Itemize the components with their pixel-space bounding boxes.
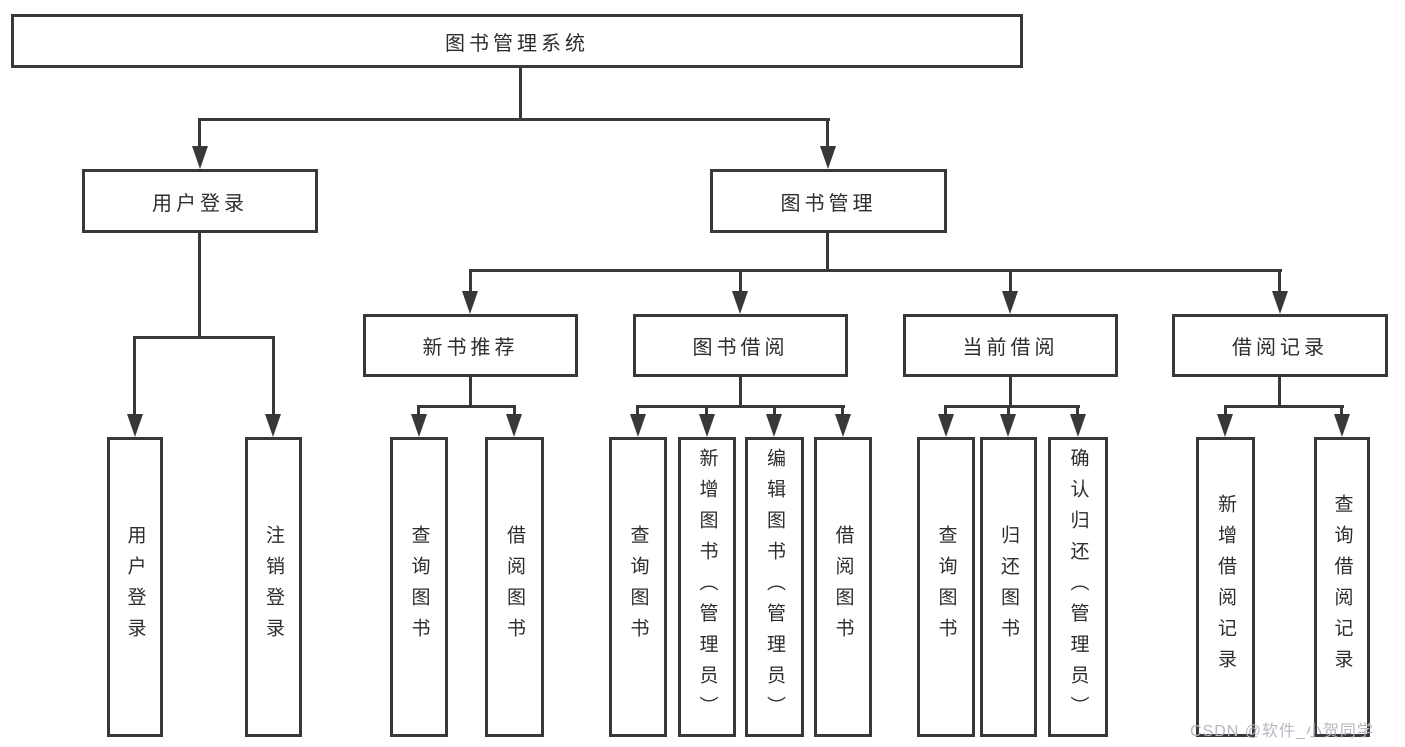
- connector-line: [198, 233, 201, 337]
- connector-line: [469, 377, 472, 408]
- arrowhead: [265, 414, 281, 437]
- leaf-borrow-book-rec: 借阅图书: [485, 437, 544, 737]
- arrowhead: [1000, 414, 1016, 437]
- connector-line: [1278, 377, 1281, 408]
- leaf-borrow-book: 借阅图书: [814, 437, 872, 737]
- connector-line: [826, 118, 829, 148]
- arrowhead: [462, 291, 478, 314]
- leaf-query-book-rec: 查询图书: [390, 437, 448, 737]
- leaf-logout: 注销登录: [245, 437, 302, 737]
- connector-line: [417, 405, 420, 416]
- node-current-borrow: 当前借阅: [903, 314, 1118, 377]
- connector-line: [773, 405, 776, 416]
- arrowhead: [835, 414, 851, 437]
- node-root-label: 图书管理系统: [445, 32, 589, 55]
- connector-line: [1278, 269, 1281, 293]
- connector-line: [705, 405, 708, 416]
- leaf-query-book-borrow: 查询图书: [609, 437, 667, 737]
- leaf-confirm-return-admin: 确认归还（管理员）: [1048, 437, 1108, 737]
- leaf-edit-book-admin: 编辑图书（管理员）: [745, 437, 804, 737]
- leaf-logout-label: 注销登录: [263, 525, 284, 649]
- leaf-borrow-book-label: 借阅图书: [832, 525, 854, 649]
- node-user-login-label: 用户登录: [152, 192, 248, 215]
- arrowhead: [506, 414, 522, 437]
- leaf-query-book-rec-label: 查询图书: [408, 525, 430, 649]
- connector-line: [1340, 405, 1343, 416]
- connector-line: [826, 233, 829, 271]
- arrowhead: [1217, 414, 1233, 437]
- connector-line: [469, 269, 1282, 272]
- arrowhead: [1070, 414, 1086, 437]
- connector-line: [841, 405, 844, 416]
- leaf-edit-book-admin-label: 编辑图书（管理员）: [764, 447, 785, 727]
- arrowhead: [1002, 291, 1018, 314]
- connector-line: [417, 405, 516, 408]
- node-book-mgmt: 图书管理: [710, 169, 947, 233]
- leaf-return-book-label: 归还图书: [998, 525, 1019, 649]
- leaf-query-borrow-record: 查询借阅记录: [1314, 437, 1370, 737]
- arrowhead: [766, 414, 782, 437]
- leaf-borrow-book-rec-label: 借阅图书: [504, 525, 525, 649]
- leaf-add-borrow-record-label: 新增借阅记录: [1215, 494, 1236, 680]
- leaf-add-borrow-record: 新增借阅记录: [1196, 437, 1255, 737]
- arrowhead: [938, 414, 954, 437]
- leaf-confirm-return-admin-label: 确认归还（管理员）: [1067, 447, 1089, 727]
- arrowhead: [411, 414, 427, 437]
- arrowhead: [732, 291, 748, 314]
- arrowhead: [699, 414, 715, 437]
- leaf-query-book-current-label: 查询图书: [935, 525, 957, 649]
- node-book-borrow-label: 图书借阅: [692, 337, 789, 359]
- leaf-add-book-admin: 新增图书（管理员）: [678, 437, 736, 737]
- csdn-watermark: CSDN @软件_小贺同学: [1190, 723, 1374, 740]
- leaf-return-book: 归还图书: [980, 437, 1037, 737]
- arrowhead: [1272, 291, 1288, 314]
- leaf-user-login: 用户登录: [107, 437, 163, 737]
- node-current-borrow-label: 当前借阅: [962, 337, 1059, 359]
- connector-line: [272, 336, 275, 415]
- node-user-login: 用户登录: [82, 169, 318, 233]
- connector-line: [1009, 269, 1012, 293]
- node-book-borrow: 图书借阅: [633, 314, 848, 377]
- connector-line: [739, 269, 742, 293]
- connector-line: [739, 377, 742, 408]
- connector-line: [198, 118, 830, 121]
- connector-line: [944, 405, 1080, 408]
- node-borrow-record: 借阅记录: [1172, 314, 1388, 377]
- connector-line: [636, 405, 639, 416]
- node-borrow-record-label: 借阅记录: [1232, 337, 1328, 359]
- node-new-book-rec: 新书推荐: [363, 314, 578, 377]
- arrowhead: [1334, 414, 1350, 437]
- leaf-query-book-borrow-label: 查询图书: [627, 525, 649, 649]
- connector-line: [1009, 377, 1012, 408]
- leaf-user-login-label: 用户登录: [124, 525, 146, 649]
- leaf-query-book-current: 查询图书: [917, 437, 975, 737]
- arrowhead: [630, 414, 646, 437]
- node-root: 图书管理系统: [11, 14, 1023, 68]
- connector-line: [133, 336, 275, 339]
- leaf-query-borrow-record-label: 查询借阅记录: [1331, 494, 1353, 680]
- connector-line: [469, 269, 472, 293]
- connector-line: [1076, 405, 1079, 416]
- connector-line: [133, 336, 136, 415]
- connector-line: [513, 405, 516, 416]
- connector-line: [944, 405, 947, 416]
- leaf-add-book-admin-label: 新增图书（管理员）: [696, 447, 718, 727]
- connector-line: [1224, 405, 1227, 416]
- connector-line: [636, 405, 845, 408]
- node-book-mgmt-label: 图书管理: [780, 192, 877, 215]
- connector-line: [1224, 405, 1344, 408]
- connector-line: [519, 68, 522, 121]
- arrowhead: [127, 414, 143, 437]
- arrowhead: [820, 146, 836, 169]
- node-new-book-rec-label: 新书推荐: [422, 337, 519, 359]
- arrowhead: [192, 146, 208, 169]
- connector-line: [198, 118, 201, 148]
- connector-line: [1007, 405, 1010, 416]
